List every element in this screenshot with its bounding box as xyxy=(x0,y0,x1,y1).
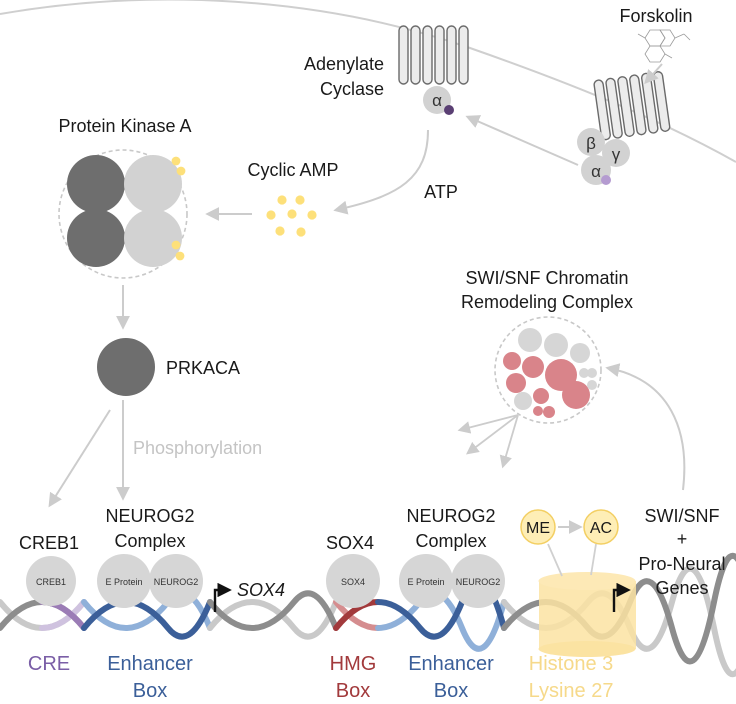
forskolin-label: Forskolin xyxy=(619,6,692,26)
swi-snf-genes-line3: Pro-Neural xyxy=(638,554,725,574)
adenylate-cyclase-alpha-label: α xyxy=(432,91,442,110)
protein-kinase-a-label: Protein Kinase A xyxy=(58,116,191,136)
sox4-gene-label: SOX4 xyxy=(237,580,285,600)
swi-snf-complex-outline xyxy=(494,316,602,424)
creb1-protein xyxy=(26,556,76,606)
sox4-tss-arrow xyxy=(213,582,232,612)
histone-nucleosome xyxy=(538,572,636,657)
neurog2-protein-2 xyxy=(451,554,505,608)
enhancer-box-1-line2: Box xyxy=(133,680,167,702)
pka-regulatory-subunit-1 xyxy=(124,155,182,213)
sox4-protein xyxy=(326,554,380,608)
hmg-box-line1: HMG xyxy=(330,653,377,675)
g-gamma-subunit xyxy=(602,139,630,167)
prkaca-to-creb1-arrow xyxy=(48,409,111,508)
histone-tail-right xyxy=(590,543,597,576)
forskolin-molecule-icon xyxy=(637,29,691,63)
swi-snf-genes-line1: SWI/SNF xyxy=(645,506,720,526)
hmg-box-line2: Box xyxy=(336,680,370,702)
histone-label-line1: Histone 3 xyxy=(529,653,614,675)
cyclic-amp-label: Cyclic AMP xyxy=(247,160,338,180)
e-protein-1 xyxy=(97,554,151,608)
enhancer-box-1-line1: Enhancer xyxy=(107,653,193,675)
forskolin-arrow xyxy=(644,63,663,85)
pka-catalytic-subunit-1 xyxy=(67,155,125,213)
prkaca-subunit xyxy=(97,338,155,396)
neurog2-complex-2-line2: Complex xyxy=(415,531,486,551)
g-gamma-label: γ xyxy=(612,145,621,164)
histone-label-line2: Lysine 27 xyxy=(529,680,614,702)
e-protein-2-label: E Protein xyxy=(407,577,444,587)
creb1-label: CREB1 xyxy=(19,533,79,553)
acetyl-mark xyxy=(583,509,619,545)
swi-snf-dispersal-arrows xyxy=(457,414,519,469)
methyl-mark xyxy=(520,509,556,545)
neurog2-complex-1-line2: Complex xyxy=(114,531,185,551)
acetyl-mark-label: AC xyxy=(590,520,612,537)
atp-label: ATP xyxy=(424,182,458,202)
creb1-protein-label: CREB1 xyxy=(36,577,66,587)
adenylate-cyclase-alpha-subunit xyxy=(423,86,451,114)
enhancer-box-2-line1: Enhancer xyxy=(408,653,494,675)
g-beta-subunit xyxy=(577,128,605,156)
swi-snf-subunits xyxy=(503,328,597,418)
pro-neural-tss-arrow xyxy=(612,582,631,612)
atp-to-camp-arrow xyxy=(333,129,429,215)
g-alpha-label: α xyxy=(591,162,601,181)
neurog2-protein-1 xyxy=(149,554,203,608)
e-protein-1-label: E Protein xyxy=(105,577,142,587)
histone-tail-left xyxy=(547,543,563,577)
pka-complex-outline xyxy=(58,149,188,279)
enhancer-box-2-line2: Box xyxy=(434,680,468,702)
alpha-gtp-dot xyxy=(444,105,454,115)
pka-regulatory-subunit-2 xyxy=(124,209,182,267)
pka-catalytic-subunit-2 xyxy=(67,209,125,267)
swi-snf-genes-line2: + xyxy=(677,529,688,549)
e-protein-2 xyxy=(399,554,453,608)
g-beta-label: β xyxy=(586,134,596,153)
swi-snf-label-line2: Remodeling Complex xyxy=(461,292,633,312)
g-alpha-to-cyclase-arrow xyxy=(465,115,579,166)
neurog2-complex-2-line1: NEUROG2 xyxy=(406,506,495,526)
g-alpha-gtp-dot xyxy=(601,175,611,185)
gpcr-receptor xyxy=(593,71,671,141)
swi-snf-genes-line4: Genes xyxy=(655,578,708,598)
swi-snf-label-line1: SWI/SNF Chromatin xyxy=(465,268,628,288)
genes-to-swi-snf-arrow xyxy=(605,363,686,491)
cyclic-amp-molecules xyxy=(266,195,317,237)
adenylate-cyclase-receptor xyxy=(398,25,469,85)
phosphorylation-label: Phosphorylation xyxy=(133,438,262,458)
sox4-label: SOX4 xyxy=(326,533,374,553)
adenylate-cyclase-label-line2: Cyclase xyxy=(320,79,384,99)
neurog2-complex-1-line1: NEUROG2 xyxy=(105,506,194,526)
adenylate-cyclase-label-line1: Adenylate xyxy=(304,54,384,74)
methyl-mark-label: ME xyxy=(526,520,550,537)
pka-bound-camp xyxy=(171,156,186,261)
prkaca-label: PRKACA xyxy=(166,358,240,378)
sox4-protein-label: SOX4 xyxy=(341,577,365,587)
cre-label: CRE xyxy=(28,653,70,675)
neurog2-protein-2-label: NEUROG2 xyxy=(456,577,501,587)
neurog2-protein-1-label: NEUROG2 xyxy=(154,577,199,587)
